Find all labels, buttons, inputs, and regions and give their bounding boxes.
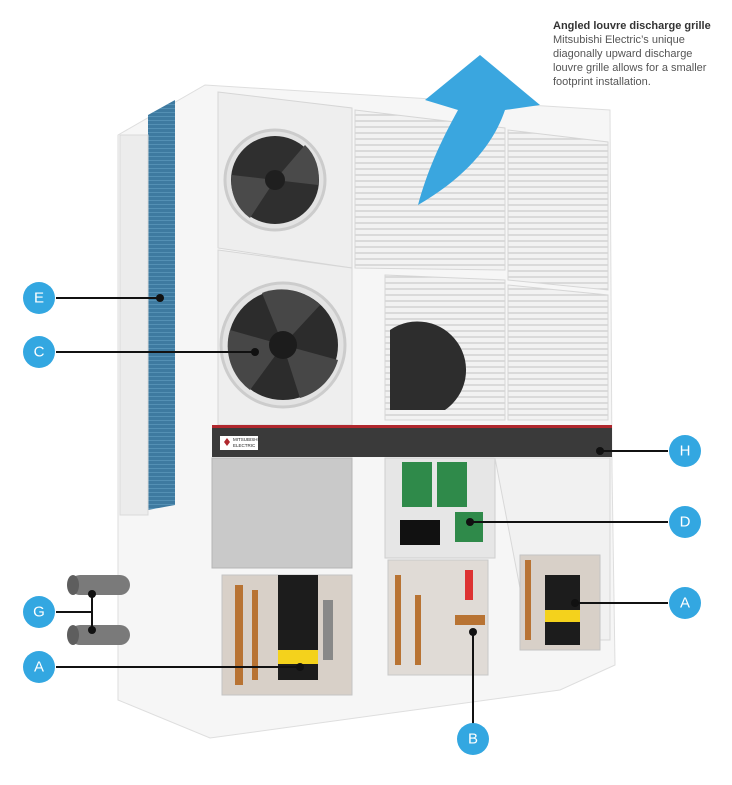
control-boards [400, 462, 483, 545]
condenser-fan [219, 281, 347, 409]
label-badge-d: D [669, 506, 701, 538]
red-stripe [212, 425, 612, 428]
label-badge-h: H [669, 435, 701, 467]
brand-badge: MITSUBISHI ELECTRIC [220, 436, 259, 450]
compressor-bay-middle [387, 559, 489, 676]
top-fan [223, 128, 327, 232]
access-panel [211, 457, 353, 569]
label-a-right-text: A [680, 595, 690, 612]
leader-dots [88, 294, 604, 671]
control-band [212, 425, 612, 457]
label-b-text: B [468, 731, 478, 748]
label-h-text: H [680, 443, 691, 460]
second-fan [390, 321, 467, 410]
caption-title: Angled louvre discharge grille [553, 20, 711, 32]
brand-line2: ELECTRIC [233, 443, 256, 448]
discharge-airflow-arrow [418, 55, 540, 205]
brand-line1: MITSUBISHI [233, 437, 259, 442]
label-badge-a-left: A [23, 651, 55, 683]
label-badge-a-right: A [669, 587, 701, 619]
label-c-text: C [34, 344, 45, 361]
refrigerant-pipes [67, 575, 130, 645]
label-badge-g: G [23, 596, 55, 628]
label-e-text: E [34, 290, 44, 307]
label-a-left-text: A [34, 659, 44, 676]
label-badge-e: E [23, 282, 55, 314]
feature-caption: Angled louvre discharge grille Mitsubish… [553, 20, 723, 89]
leader-lines [56, 297, 668, 724]
label-g-text: G [33, 604, 45, 621]
caption-body: Mitsubishi Electric’s unique diagonally … [553, 34, 707, 88]
label-d-text: D [680, 514, 691, 531]
heat-exchanger-coil [148, 100, 175, 510]
compressor-bay-left [221, 574, 353, 696]
label-badge-b: B [457, 723, 489, 755]
label-badge-c: C [23, 336, 55, 368]
